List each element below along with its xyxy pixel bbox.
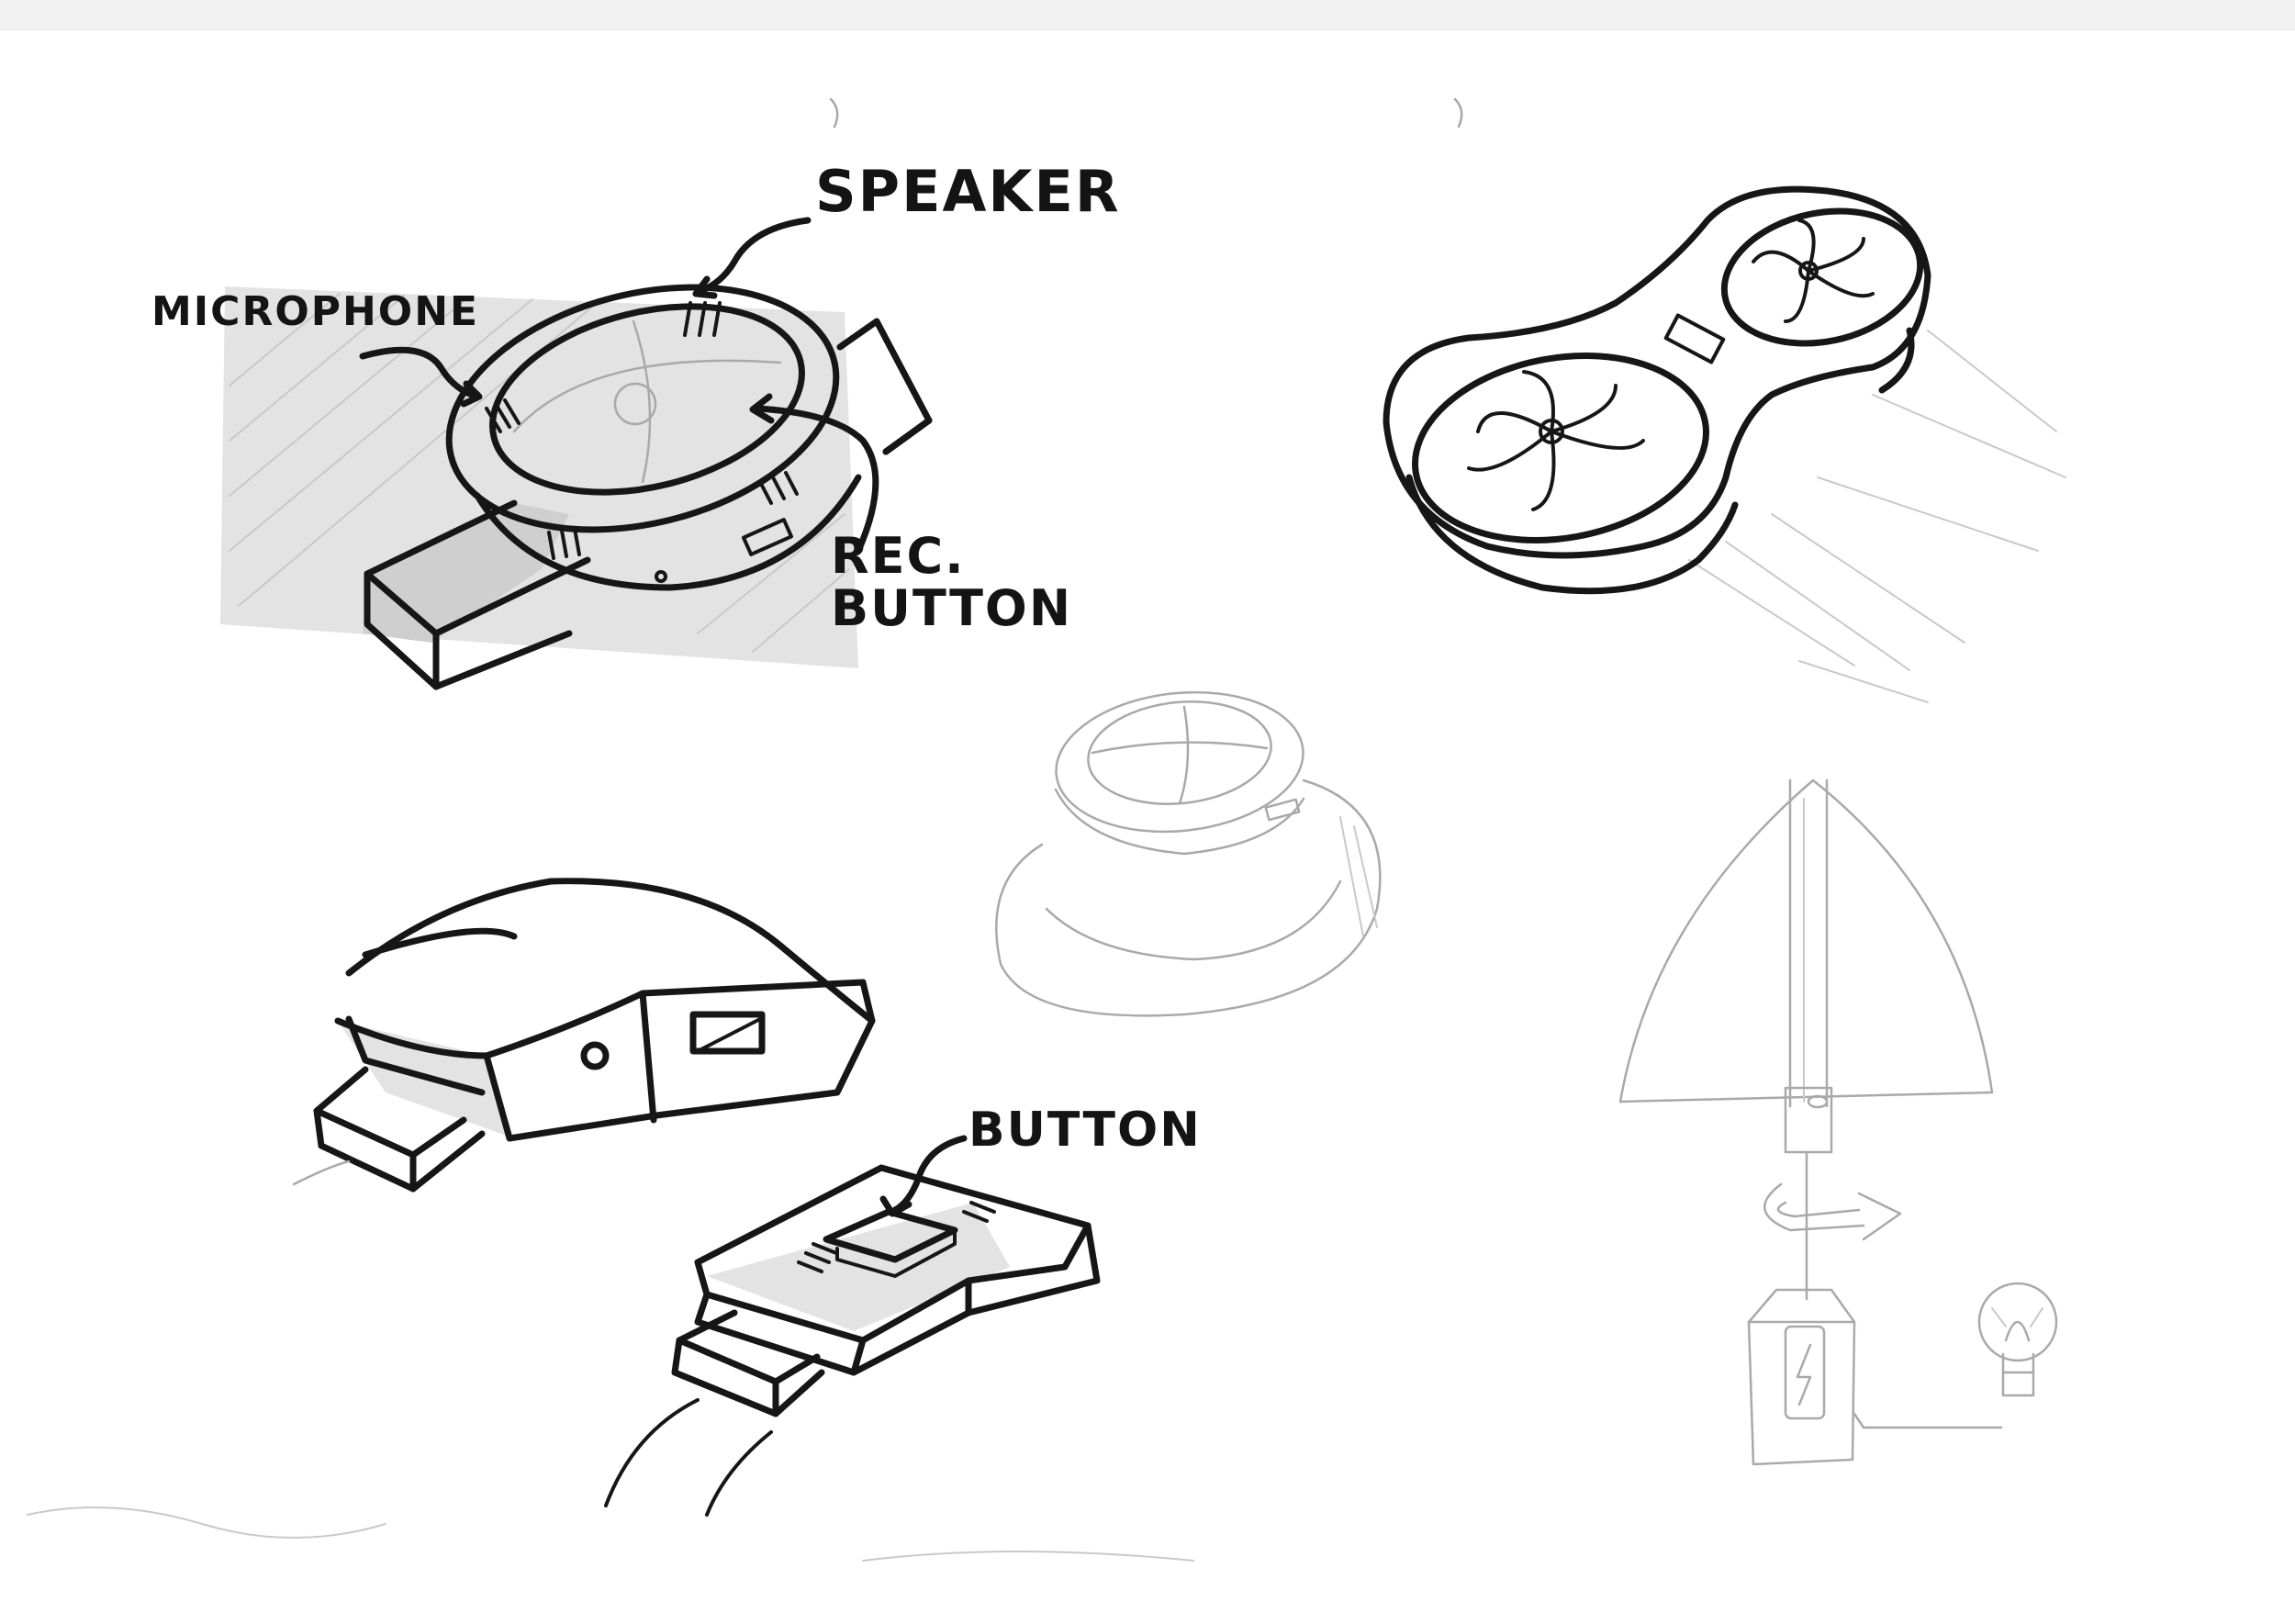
side-marks [547,531,555,560]
rec-arrow [754,405,879,554]
rec-button-shape [742,518,793,556]
strap-curve-right [705,1430,773,1517]
fan-body-outline [1383,185,1931,559]
scan-top-band [0,0,2295,30]
module-top-edge [362,927,518,958]
fan-icon [1752,218,1875,323]
fan-switch [1663,313,1726,364]
rec-arrowhead [749,393,775,424]
pencil-dome [1087,700,1272,805]
pencil-band [995,778,1382,1017]
module-switch [689,1011,766,1055]
fan-icon [1467,370,1645,511]
umbrella-canopy [1618,778,1994,1103]
pencil-button [1264,798,1301,822]
strap-curve-left [604,1398,700,1507]
microphone-arrow [359,346,481,400]
lamp-wire [1853,1412,2003,1429]
button-arrowhead [879,1195,912,1217]
watch-dome [489,303,805,496]
watch-strap-left [364,499,573,690]
fan-ring-right [1720,207,1924,347]
microphone-arrowhead [460,380,483,408]
module-divider [639,990,657,1124]
watch-case-outer [445,284,840,533]
speaker-label: SPEAKER [815,158,1121,225]
fan-body-side [1878,327,1915,394]
dome-seam-v [632,319,652,484]
pencil-case [1055,690,1304,834]
button-label: BUTTON [968,1103,1202,1158]
watch-case-side [474,474,862,591]
module-lower-edge [345,1015,486,1096]
button-arrow [891,1135,968,1214]
dome-center [613,382,657,426]
dome-seam-h [512,359,782,433]
punch-mark-right [1453,97,1463,129]
case-dot [655,570,667,583]
rec-button-label-line2: BUTTON [831,578,1073,637]
watch-strap-edge [432,556,591,637]
battery-bolt-icon [1784,1325,1826,1420]
microphone-label: MICROPHONE [151,288,480,335]
module-strap-end [313,1066,486,1193]
microphone-grill [485,407,502,433]
rotate-arrow-icon [1763,1182,1902,1241]
module-port [580,1041,610,1070]
fan-ring-left [1412,353,1709,543]
generator-sketch [1618,778,2058,1466]
rec-button-label-line1: REC. [831,527,966,585]
speaker-arrowhead [692,275,718,299]
module-top-curve [345,878,876,1025]
punch-mark-left [829,97,839,129]
curved-module-sketch [292,878,876,1193]
speaker-grill [683,301,692,337]
button-module-sketch [604,1135,1101,1517]
button-marks [797,1260,823,1273]
erased-mark [862,1551,1194,1562]
pencil-watch-sketch [995,690,1382,1017]
lightbulb-icon [1977,1282,2058,1397]
shaft-coupling [1784,1086,1833,1154]
speaker-arrow [694,217,812,296]
watch-sketch-main [220,217,933,690]
dual-fan-device [1383,185,2066,703]
strap-shade [363,503,569,643]
button-module-side [694,1222,1101,1376]
watch-strap-right-end [882,417,933,455]
rec-button-label: REC. BUTTON [831,527,1073,637]
erased-mark [27,1506,386,1539]
airflow-lines [1688,330,2066,703]
button-module-strap [671,1309,825,1417]
fan-body-underside [1405,474,1739,595]
